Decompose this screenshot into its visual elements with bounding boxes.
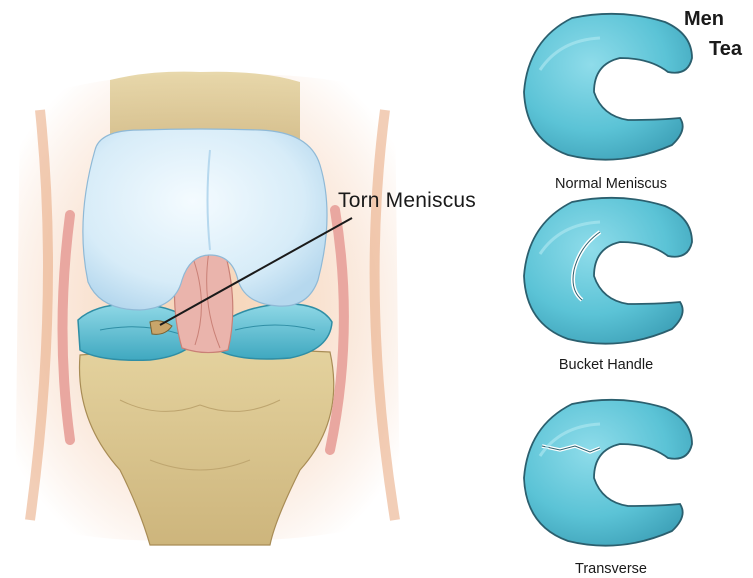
transverse-meniscus-shape (524, 400, 692, 546)
normal-meniscus-label: Normal Meniscus (511, 176, 711, 192)
normal-meniscus-shape (524, 14, 692, 160)
title-line-2: Tea (709, 38, 742, 61)
bucket-handle-meniscus-shape (524, 198, 692, 344)
torn-meniscus-label: Torn Meniscus (338, 189, 476, 213)
bucket-handle-label: Bucket Handle (506, 357, 706, 373)
transverse-label: Transverse (511, 561, 711, 577)
title-line-1: Men (684, 8, 724, 31)
